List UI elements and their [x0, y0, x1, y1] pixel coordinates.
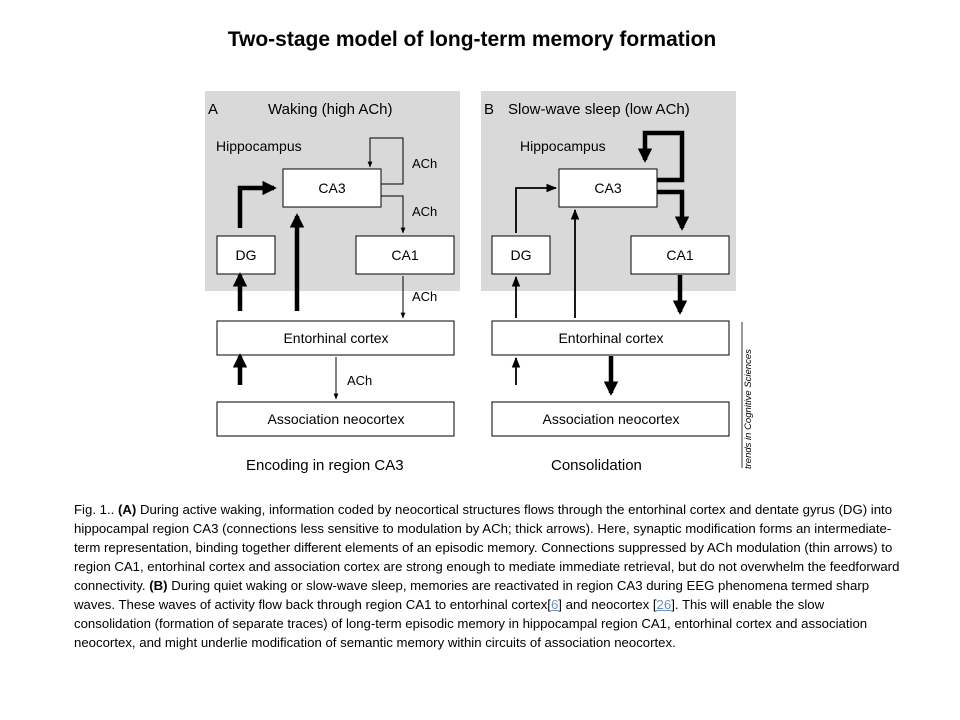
panel-a-ach-label-1: ACh	[412, 156, 437, 171]
panel-a-ach-label-3: ACh	[412, 289, 437, 304]
panel-a-letter: A	[208, 101, 218, 118]
panel-b-footer: Consolidation	[551, 457, 642, 474]
panel-a-heading: Waking (high ACh)	[268, 101, 393, 118]
caption-separator: .	[110, 502, 118, 517]
panel-b-dg-label: DG	[511, 247, 532, 263]
panel-b-ca3-to-ca1-arrow	[657, 189, 690, 231]
panel-a-ca1-box	[355, 235, 455, 275]
figure-caption: Fig. 1.. (A) During active waking, infor…	[74, 500, 904, 652]
memory-model-figure: A Waking (high ACh) Hippocampus CA3 DG C…	[190, 88, 760, 483]
panel-b-ca1-label: CA1	[666, 247, 693, 263]
panel-a-ach-label-2: ACh	[412, 204, 437, 219]
panel-b-entorhinal-box	[491, 320, 730, 356]
panel-a-entorhinal-box	[216, 320, 455, 356]
panel-a-association-label: Association neocortex	[268, 411, 405, 427]
panel-b-hippocampus-label: Hippocampus	[520, 138, 606, 154]
panel-b-ca1-box	[630, 235, 730, 275]
panel-a-footer: Encoding in region CA3	[246, 457, 404, 474]
panel-b-dg-box	[491, 235, 551, 275]
panel-a-ca3-label: CA3	[318, 180, 345, 196]
caption-b-label: (B)	[149, 578, 168, 593]
panel-b-association-box	[491, 401, 730, 437]
caption-fig-label: Fig. 1.	[74, 502, 111, 517]
panel-b-association-label: Association neocortex	[543, 411, 680, 427]
reference-link-6[interactable]: 6	[550, 597, 559, 612]
panel-a-dg-box	[216, 235, 276, 275]
panel-b-letter: B	[484, 101, 494, 118]
panel-b-ca3-label: CA3	[594, 180, 621, 196]
panel-b-heading: Slow-wave sleep (low ACh)	[508, 101, 690, 118]
panel-b-ca3-recurrent-arrow	[637, 130, 685, 183]
panel-a-ca1-label: CA1	[391, 247, 418, 263]
panel-a-entorhinal-label: Entorhinal cortex	[283, 330, 388, 346]
caption-a-label: (A)	[117, 502, 137, 517]
panel-a-hippocampus-label: Hippocampus	[216, 138, 302, 154]
panel-a-ca3-box	[282, 168, 382, 208]
panel-b-entorhinal-label: Entorhinal cortex	[558, 330, 663, 346]
panel-a-dg-label: DG	[236, 247, 257, 263]
reference-link-26[interactable]: 26	[656, 597, 672, 612]
panel-b-dg-to-ca3-arrow	[515, 183, 558, 233]
slide-title: Two-stage model of long-term memory form…	[227, 28, 717, 51]
panel-b-ca3-box	[558, 168, 658, 208]
caption-b-text-2: ] and neocortex [	[558, 597, 657, 612]
panel-a-ca3-to-ca1-arrow	[381, 195, 406, 234]
panel-a-association-box	[216, 401, 455, 437]
caption-b-text-3: ]. This will enable the slow consolidati…	[74, 597, 868, 650]
figure-diagram: A Waking (high ACh) Hippocampus CA3 DG C…	[205, 91, 754, 474]
caption-a-text: During active waking, information coded …	[74, 502, 900, 593]
panel-a-dg-to-ca3-arrow	[237, 180, 277, 228]
panel-a-ca3-recurrent-arrow	[367, 137, 404, 185]
journal-credit: trends in Cognitive Sciences	[743, 349, 754, 469]
panel-a-ach-label-4: ACh	[347, 373, 372, 388]
caption-b-text-1: During quiet waking or slow-wave sleep, …	[74, 578, 870, 612]
